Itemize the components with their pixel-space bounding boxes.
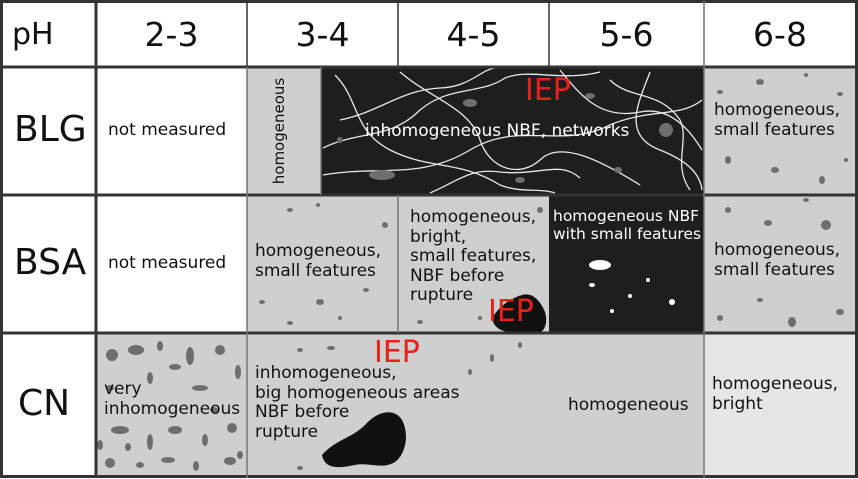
bg-cn-3-6 <box>247 333 704 477</box>
row-label-cn: CN <box>18 383 71 424</box>
bsa-white-features <box>589 260 675 313</box>
corner-ph-label: pH <box>12 17 54 52</box>
ph-range-2-3: 2-3 <box>144 15 199 54</box>
blg-6-8-text: homogeneous, small features <box>714 100 841 140</box>
bg-bsa-5-6 <box>549 195 704 333</box>
bsa-5-6-text: homogeneous NBF with small features <box>553 207 702 243</box>
blg-4-6-text: inhomogeneous NBF, networks <box>365 121 630 141</box>
feature-spots <box>259 73 848 470</box>
bsa-iep-label: IEP <box>488 294 534 329</box>
cn-nbf-blob <box>322 412 406 468</box>
bg-cn-2-3 <box>96 333 247 477</box>
row-label-blg: BLG <box>14 109 87 150</box>
bsa-nbf-blob <box>492 294 547 333</box>
blg-3-4-text: homogeneous <box>270 77 288 185</box>
bg-cn-6-8 <box>704 333 856 477</box>
bsa-3-4-text: homogeneous, small features <box>255 241 382 281</box>
cn-very-inhomogeneous-blobs <box>97 341 243 471</box>
bg-blg-3-4 <box>247 68 321 195</box>
ph-range-6-8: 6-8 <box>753 15 807 54</box>
cn-iep-label: IEP <box>374 335 420 370</box>
ph-range-4-5: 4-5 <box>446 15 501 54</box>
bg-bsa-6-8 <box>704 195 856 333</box>
bsa-4-5-text: homogeneous, bright, small features, NBF… <box>410 207 537 306</box>
row-label-bsa: BSA <box>14 242 87 283</box>
cn-5-6-text: homogeneous <box>568 395 689 415</box>
bg-blg-2-3 <box>96 68 247 195</box>
bsa-2-3-text: not measured <box>108 253 227 273</box>
bsa-6-8-text: homogeneous, small features <box>714 240 841 280</box>
ph-range-3-4: 3-4 <box>295 15 350 54</box>
blg-iep-label: IEP <box>525 73 571 108</box>
cn-3-4-text: inhomogeneous, big homogeneous areas NBF… <box>255 363 460 442</box>
cn-2-3-text: very inhomogeneous <box>104 379 241 419</box>
blg-dark-spots <box>337 93 673 183</box>
blg-network-fibers <box>322 67 703 194</box>
bg-bsa-2-3 <box>96 195 247 333</box>
ph-range-5-6: 5-6 <box>599 15 654 54</box>
bg-blg-6-8 <box>704 68 856 195</box>
blg-2-3-text: not measured <box>108 120 227 140</box>
cn-6-8-text: homogeneous, bright <box>712 374 839 414</box>
